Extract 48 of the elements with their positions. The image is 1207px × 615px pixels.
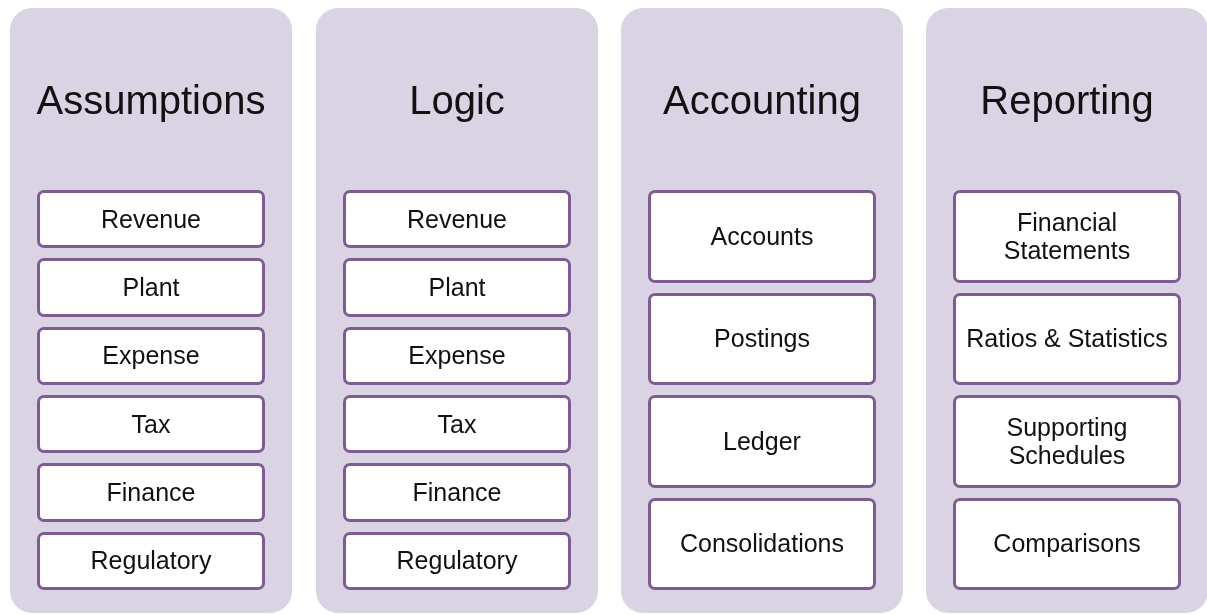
- item-label: Expense: [407, 341, 507, 371]
- item-box: [343, 326, 571, 385]
- item-label: Finance: [411, 478, 503, 507]
- item-label: Regulatory: [89, 546, 213, 576]
- item-box: [37, 190, 265, 249]
- item-label: Expense: [101, 341, 201, 371]
- column-heading: Accounting: [662, 78, 862, 123]
- column-panel: [316, 8, 598, 613]
- item-box: [343, 463, 571, 522]
- item-box: [343, 531, 571, 590]
- column-panel: [10, 8, 292, 613]
- item-box: [37, 326, 265, 385]
- item-label: Plant: [121, 273, 181, 302]
- item-label: Consolidations: [679, 529, 845, 559]
- item-label: Postings: [713, 324, 811, 354]
- item-box: [953, 395, 1181, 488]
- item-box: [37, 531, 265, 590]
- item-box: [648, 395, 876, 488]
- column-heading: Logic: [408, 78, 506, 123]
- item-box: [953, 497, 1181, 590]
- item-label: Revenue: [405, 204, 509, 234]
- item-label: Tax: [436, 409, 478, 439]
- item-label: Accounts: [709, 221, 815, 251]
- column-panel: [621, 8, 903, 613]
- item-box: [648, 292, 876, 385]
- item-label: Regulatory: [395, 546, 519, 576]
- column-heading: Assumptions: [35, 78, 267, 123]
- column-heading: Reporting: [979, 78, 1155, 123]
- item-label: Financial Statements: [1002, 207, 1132, 265]
- item-box: [953, 292, 1181, 385]
- item-box: [343, 258, 571, 317]
- item-box: [343, 190, 571, 249]
- item-label: Ledger: [722, 426, 802, 456]
- item-label: Ratios & Statistics: [965, 324, 1169, 354]
- item-label: Plant: [427, 273, 487, 302]
- item-box: [648, 190, 876, 283]
- column-panel: [926, 8, 1207, 613]
- item-label: Supporting Schedules: [1005, 412, 1129, 470]
- item-box: [343, 395, 571, 454]
- item-label: Finance: [105, 478, 197, 507]
- item-label: Tax: [130, 409, 172, 439]
- item-box: [37, 395, 265, 454]
- item-box: [648, 497, 876, 590]
- item-label: Revenue: [99, 204, 203, 234]
- item-box: [37, 258, 265, 317]
- item-box: [953, 190, 1181, 283]
- item-label: Comparisons: [992, 529, 1142, 559]
- item-box: [37, 463, 265, 522]
